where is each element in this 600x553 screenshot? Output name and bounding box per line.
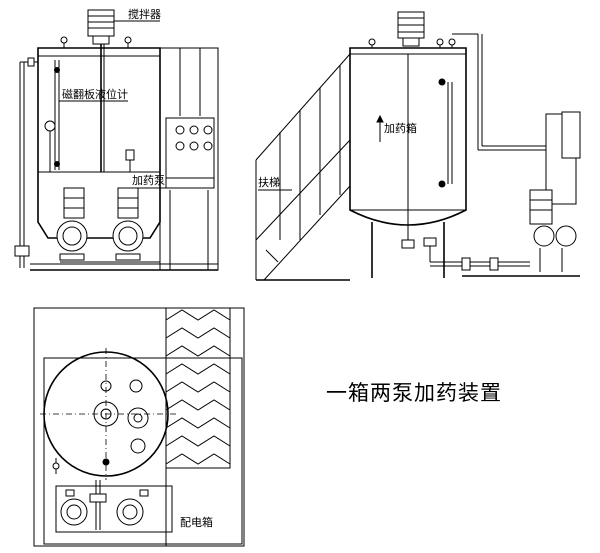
agitator-label: 搅拌器 [128, 7, 161, 21]
plan-view: 配电箱 [33, 307, 245, 547]
front-elevation-view: 搅拌器 磁翻板液位计 [14, 7, 219, 271]
plan-pump-right [116, 498, 144, 526]
staircase [255, 53, 351, 281]
distribution-box-label: 配电箱 [180, 515, 213, 529]
front-pump-right [112, 187, 144, 261]
side-elevation-view: 加药箱 扶梯 [255, 11, 581, 281]
front-tank-body [37, 47, 161, 239]
dosing-pump-label: 加药泵 [132, 174, 165, 187]
plan-pump-left [60, 498, 88, 526]
stair-hatch-zone [165, 307, 231, 469]
handrail-label: 扶梯 [258, 175, 280, 189]
dosing-tank-label: 加药箱 [384, 121, 417, 135]
plan-frame [33, 307, 245, 547]
level-gauge-label: 磁翻板液位计 [62, 87, 128, 101]
cabinet-panel [165, 117, 215, 189]
front-pump-left [56, 187, 88, 261]
front-control-cabinet [159, 47, 219, 271]
side-pump-unit [529, 111, 581, 272]
agitator-motor [87, 9, 115, 37]
drawing-title: 一箱两泵加药装置 [326, 381, 502, 405]
